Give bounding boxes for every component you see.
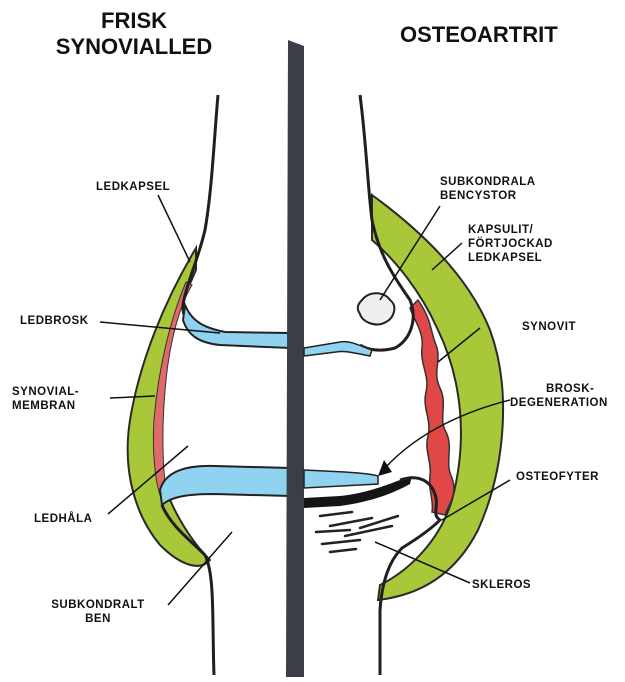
center-divider xyxy=(286,40,304,677)
healthy-upper-cartilage xyxy=(183,305,290,348)
label-ledkapsel: LEDKAPSEL xyxy=(96,180,170,194)
label-subkondralt-ben-line-1: SUBKONDRALT xyxy=(38,598,158,612)
healthy-lower-cartilage xyxy=(160,466,290,505)
label-subkondralt-ben-line-2: BEN xyxy=(38,612,158,626)
oa-upper-cartilage xyxy=(304,342,372,356)
label-osteofyter: OSTEOFYTER xyxy=(516,470,599,484)
oa-lower-cartilage xyxy=(304,470,378,488)
label-bencystor-line-1: SUBKONDRALA xyxy=(440,175,536,189)
label-broskdegeneration: BROSK- DEGENERATION xyxy=(510,382,608,410)
label-broskdegeneration-line-1: BROSK- xyxy=(510,382,608,396)
label-broskdegeneration-line-2: DEGENERATION xyxy=(510,396,608,410)
label-ledbrosk: LEDBROSK xyxy=(20,314,89,328)
label-kapsulit-line-1: KAPSULIT/ xyxy=(468,223,553,237)
label-synovialmembran-line-1: SYNOVIAL- xyxy=(12,385,79,399)
label-kapsulit-line-2: FÖRTJOCKAD xyxy=(468,237,553,251)
label-kapsulit: KAPSULIT/ FÖRTJOCKAD LEDKAPSEL xyxy=(468,223,553,265)
label-kapsulit-line-3: LEDKAPSEL xyxy=(468,251,553,265)
leader-ledkapsel xyxy=(158,195,190,262)
label-subkondrala-bencystor: SUBKONDRALA BENCYSTOR xyxy=(440,175,536,203)
heading-healthy-line-2: SYNOVIALLED xyxy=(44,34,224,60)
label-skleros: SKLEROS xyxy=(472,578,531,592)
heading-healthy-line-1: FRISK xyxy=(44,8,224,34)
subchondral-cyst xyxy=(358,293,395,324)
label-bencystor-line-2: BENCYSTOR xyxy=(440,189,536,203)
heading-osteoarthritis: OSTEOARTRIT xyxy=(400,22,558,48)
label-subkondralt-ben: SUBKONDRALT BEN xyxy=(38,598,158,626)
label-ledhala: LEDHÅLA xyxy=(34,512,92,526)
healthy-upper-bone xyxy=(183,95,218,335)
label-synovialmembran: SYNOVIAL- MEMBRAN xyxy=(12,385,79,413)
heading-healthy-joint: FRISK SYNOVIALLED xyxy=(44,8,224,60)
label-synovialmembran-line-2: MEMBRAN xyxy=(12,399,79,413)
label-synovit: SYNOVIT xyxy=(522,320,576,334)
